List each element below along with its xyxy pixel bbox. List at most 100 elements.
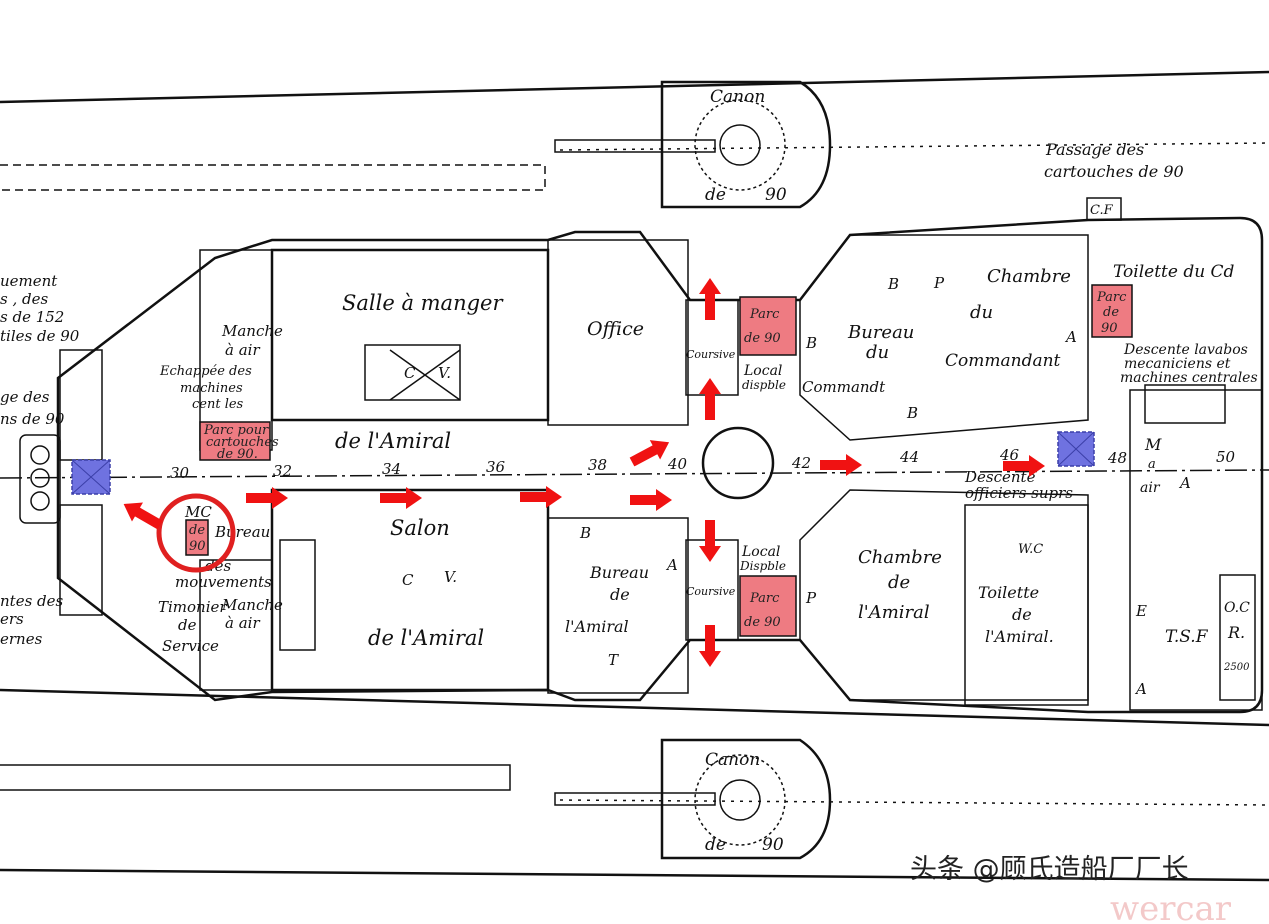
label-left-top: tiles de 90: [0, 327, 80, 345]
frame-number: 50: [1216, 448, 1236, 466]
watermark-faint: wercar: [1110, 889, 1232, 924]
label-office: Office: [587, 318, 644, 340]
arrow: [699, 520, 721, 562]
label-left-bottom: ers: [0, 610, 24, 628]
label-mc: MC: [184, 503, 212, 521]
svg-text:de: de: [1103, 305, 1119, 320]
watermark-text: 头条 @顾氏造船厂厂长: [910, 854, 1189, 885]
label-chambre-commandant: Commandant: [945, 351, 1061, 371]
svg-text:cartouches: cartouches: [206, 435, 279, 450]
frame-number: 40: [667, 455, 688, 473]
label-cf: C.F: [1090, 203, 1114, 218]
label-tsf: T.S.F: [1165, 627, 1209, 647]
label-oc: O.C: [1224, 600, 1250, 616]
label-chambre-commandant: du: [970, 302, 993, 323]
label-chambre-amiral: de: [888, 572, 910, 593]
gun-bottom: Canon de 90: [554, 738, 832, 860]
frame-number: 32: [273, 462, 292, 480]
svg-text:90: 90: [189, 539, 206, 554]
svg-text:Parc: Parc: [749, 591, 780, 606]
central-trunk: [701, 426, 775, 500]
label-manche-top: à air: [225, 341, 260, 359]
label-coursive-top: Coursive: [686, 348, 736, 361]
label-passage: Passage des: [1045, 140, 1144, 159]
label-de-amiral-2: de l'Amiral: [368, 626, 484, 650]
label-oc: R.: [1227, 623, 1245, 642]
label-bureau-mouvements: Bureau: [214, 523, 270, 541]
letter-b: B: [805, 334, 817, 352]
svg-text:de 90: de 90: [744, 615, 781, 630]
arrow: [699, 625, 721, 667]
label-chambre-commandant: Chambre: [987, 266, 1071, 287]
gun-top-label-3: 90: [765, 185, 787, 205]
letter-a: A: [1134, 680, 1147, 698]
hatch-forward: [71, 459, 111, 495]
frame-numbers: 30 32 34 36 38 40 42 44 46 48 50: [170, 446, 1236, 482]
arrow: [699, 378, 721, 420]
frame-number: 48: [1107, 449, 1127, 467]
svg-text:Parc: Parc: [749, 307, 780, 322]
label-bureau-commandant: Bureau: [847, 322, 914, 343]
label-chambre-amiral: l'Amiral: [858, 602, 930, 623]
letter-p: P: [933, 274, 945, 292]
label-descente-officiers: Descente: [964, 468, 1036, 486]
label-m-air: air: [1140, 480, 1161, 496]
arrow: [630, 489, 672, 511]
label-bureau-amiral: Bureau: [589, 563, 649, 582]
letter-c: C: [402, 571, 414, 589]
label-bureau-commandant: du: [866, 342, 889, 363]
gun-bottom-label-2: de: [705, 835, 726, 855]
label-salle-manger: Salle à manger: [342, 291, 504, 315]
label-local-disp-bottom: Local: [741, 544, 780, 560]
label-left-bottom: ntes des: [0, 592, 64, 610]
gun-bottom-label-3: 90: [762, 835, 784, 855]
gun-top: Canon de 90: [554, 80, 832, 209]
svg-text:Parc: Parc: [1096, 290, 1127, 305]
svg-text:de: de: [189, 523, 205, 538]
letter-b: B: [887, 275, 899, 293]
frame-number: 30: [170, 464, 190, 482]
label-chambre-amiral: Chambre: [858, 547, 942, 568]
parc-de-90-top: Parc de 90: [739, 296, 797, 356]
frame-number: 42: [791, 454, 811, 472]
label-toilette-cdt: Toilette du Cd: [1113, 262, 1235, 282]
label-left-bottom: ernes: [0, 630, 43, 648]
label-m-air: a: [1148, 457, 1156, 472]
svg-text:de 90.: de 90.: [217, 447, 258, 462]
gun-bottom-label-1: Canon: [705, 750, 760, 770]
label-left-top: uement: [0, 272, 58, 290]
label-toilette-amiral: Toilette: [978, 583, 1039, 602]
label-manche-bottom: Manche: [221, 596, 283, 614]
label-bureau-mouvements: mouvements: [175, 573, 272, 591]
gun-top-label-1: Canon: [710, 87, 765, 107]
letter-b: B: [579, 524, 591, 542]
label-local-disp-top: Local: [743, 363, 782, 379]
parc-pour-cartouches: Parc pour cartouches de 90.: [199, 421, 279, 462]
label-wc: W.C: [1018, 542, 1043, 557]
parc-de-90-bottom: Parc de 90: [739, 575, 797, 637]
label-descente-officiers: officiers suprs: [965, 484, 1073, 502]
label-manche-bottom: à air: [225, 614, 260, 632]
letter-e: E: [1135, 602, 1147, 620]
letter-a: A: [665, 556, 678, 574]
frame-number: 34: [382, 460, 401, 478]
label-bureau-amiral: l'Amiral: [565, 617, 629, 636]
label-left-mid: ge des: [0, 388, 50, 406]
letter-p: P: [805, 589, 817, 607]
label-de-amiral-1: de l'Amiral: [335, 429, 451, 453]
gun-top-label-2: de: [705, 185, 726, 205]
centerline: [0, 469, 1269, 479]
frame-number: 44: [899, 448, 919, 466]
label-bureau-commandant: Commandt: [802, 378, 886, 396]
label-left-top: s de 152: [0, 308, 64, 326]
mc-de-90-box: de 90: [185, 519, 209, 556]
label-toilette-amiral: l'Amiral.: [985, 627, 1054, 646]
frame-number: 46: [999, 446, 1020, 464]
svg-text:90: 90: [1101, 321, 1118, 336]
parc-de-90-commandant: Parc de 90: [1091, 284, 1133, 338]
label-timonier: Service: [162, 637, 219, 655]
label-timonier: de: [178, 616, 197, 634]
frame-number: 38: [588, 456, 607, 474]
